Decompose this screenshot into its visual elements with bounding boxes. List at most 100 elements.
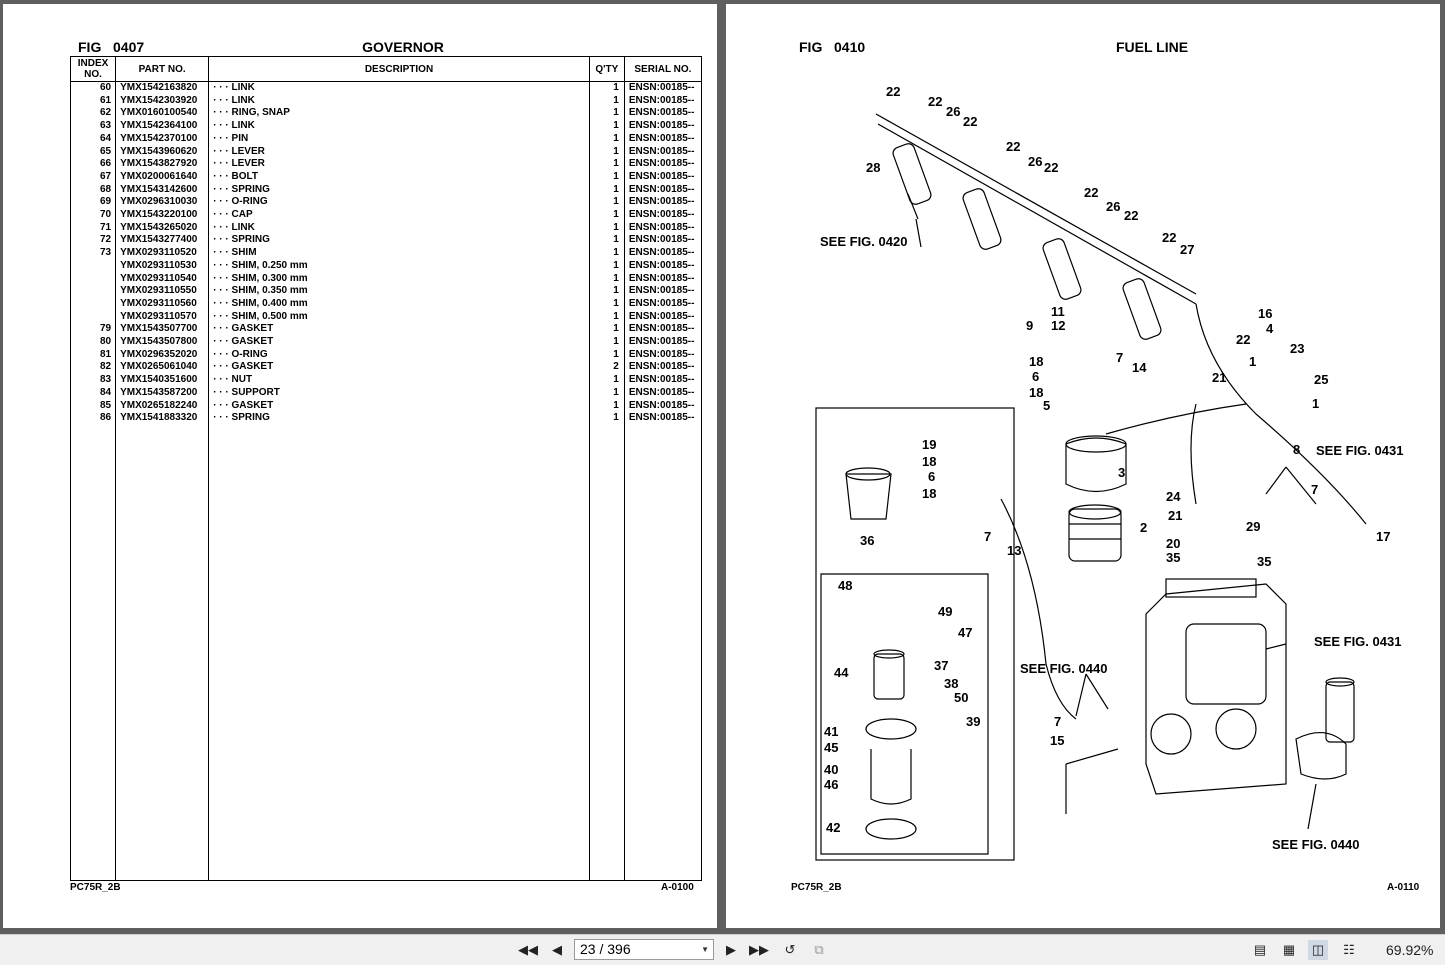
cell-desc: · · · GASKET: [208, 323, 590, 337]
svg-text:29: 29: [1246, 519, 1260, 534]
single-page-view-icon[interactable]: ▤: [1253, 942, 1267, 957]
cell-qty: 1: [588, 132, 625, 146]
first-page-icon[interactable]: ◀◀: [518, 942, 538, 957]
cell-part: YMX0293110560: [115, 297, 210, 311]
cell-desc: · · · LINK: [208, 81, 590, 95]
cell-idx: 79: [69, 323, 117, 337]
svg-text:26: 26: [1028, 154, 1042, 169]
cell-desc: · · · SHIM: [208, 247, 590, 260]
two-page-view-icon[interactable]: ◫: [1308, 940, 1328, 960]
svg-text:22: 22: [886, 84, 900, 99]
cell-idx: 86: [69, 412, 117, 425]
cell-part: YMX0293110520: [115, 247, 210, 260]
fit-icon[interactable]: ⧉: [814, 942, 824, 957]
continuous-view-icon[interactable]: ▦: [1282, 942, 1296, 957]
cell-qty: 2: [588, 361, 625, 375]
cell-idx: 60: [69, 81, 117, 95]
cell-qty: 1: [588, 310, 625, 324]
cell-idx: 83: [69, 374, 117, 387]
cell-serial: ENSN:00185--: [623, 247, 703, 260]
svg-text:15: 15: [1050, 733, 1064, 748]
cell-desc: · · · O-RING: [208, 348, 590, 362]
svg-text:17: 17: [1376, 529, 1390, 544]
cell-desc: · · · SHIM, 0.250 mm: [208, 259, 590, 273]
cell-desc: · · · SPRING: [208, 183, 590, 197]
svg-text:3: 3: [1118, 465, 1125, 480]
next-page-icon[interactable]: ▶: [726, 942, 736, 957]
cell-serial: ENSN:00185--: [623, 94, 703, 108]
cell-part: YMX1543507700: [115, 323, 210, 337]
svg-text:22: 22: [1162, 230, 1176, 245]
svg-text:38: 38: [944, 676, 958, 691]
cell-qty: 1: [588, 145, 625, 159]
cell-idx: 62: [69, 107, 117, 121]
last-page-icon[interactable]: ▶▶: [749, 942, 769, 957]
zoom-level[interactable]: 69.92%: [1386, 942, 1434, 958]
svg-text:7: 7: [1054, 714, 1061, 729]
cell-idx: [69, 259, 117, 273]
page-number-input[interactable]: 23 / 396▼: [574, 939, 714, 960]
footer-model-right: PC75R_2B: [791, 882, 842, 893]
rotate-icon[interactable]: ↺: [784, 942, 796, 957]
svg-text:22: 22: [1044, 160, 1058, 175]
cell-part: YMX0293110540: [115, 272, 210, 286]
cell-serial: ENSN:00185--: [623, 145, 703, 159]
cell-part: YMX1542370100: [115, 132, 210, 146]
table-filler: [69, 424, 703, 881]
svg-text:24: 24: [1166, 489, 1181, 504]
viewer-toolbar: ◀◀ ◀ 23 / 396▼ ▶ ▶▶ ↺ ⧉ ▤ ▦ ◫ ☷ 69.92%: [0, 934, 1445, 965]
prev-page-icon[interactable]: ◀: [552, 942, 562, 957]
cell-serial: ENSN:00185--: [623, 234, 703, 248]
cell-part: YMX1540351600: [115, 374, 210, 387]
cell-desc: · · · LINK: [208, 120, 590, 133]
cell-qty: 1: [588, 348, 625, 362]
cell-serial: ENSN:00185--: [623, 272, 703, 286]
cell-desc: · · · SPRING: [208, 234, 590, 248]
svg-text:11: 11: [1051, 304, 1065, 319]
svg-text:28: 28: [866, 160, 880, 175]
cell-serial: ENSN:00185--: [623, 158, 703, 171]
cell-qty: 1: [588, 412, 625, 425]
cell-qty: 1: [588, 120, 625, 133]
cell-serial: ENSN:00185--: [623, 348, 703, 362]
cell-part: YMX0265182240: [115, 399, 210, 413]
col-qty: Q'TY: [588, 56, 625, 82]
cell-part: YMX0160100540: [115, 107, 210, 121]
cell-desc: · · · O-RING: [208, 196, 590, 210]
two-page-continuous-view-icon[interactable]: ☷: [1343, 942, 1355, 957]
svg-text:27: 27: [1180, 242, 1194, 257]
svg-text:22: 22: [963, 114, 977, 129]
cell-qty: 1: [588, 323, 625, 337]
col-serial: SERIAL NO.: [623, 56, 703, 82]
cell-idx: 71: [69, 221, 117, 235]
svg-text:39: 39: [966, 714, 980, 729]
svg-text:4: 4: [1266, 321, 1274, 336]
svg-text:41: 41: [824, 724, 838, 739]
injector-2: [962, 188, 1002, 250]
cell-qty: 1: [588, 285, 625, 298]
cell-qty: 1: [588, 234, 625, 248]
svg-text:22: 22: [1236, 332, 1250, 347]
cell-serial: ENSN:00185--: [623, 361, 703, 375]
cell-qty: 1: [588, 374, 625, 387]
cell-qty: 1: [588, 297, 625, 311]
right-page: FIG 0410 FUEL LINE: [726, 4, 1440, 928]
cell-part: YMX1542364100: [115, 120, 210, 133]
cell-serial: ENSN:00185--: [623, 259, 703, 273]
cell-part: YMX1543277400: [115, 234, 210, 248]
cell-desc: · · · SPRING: [208, 412, 590, 425]
